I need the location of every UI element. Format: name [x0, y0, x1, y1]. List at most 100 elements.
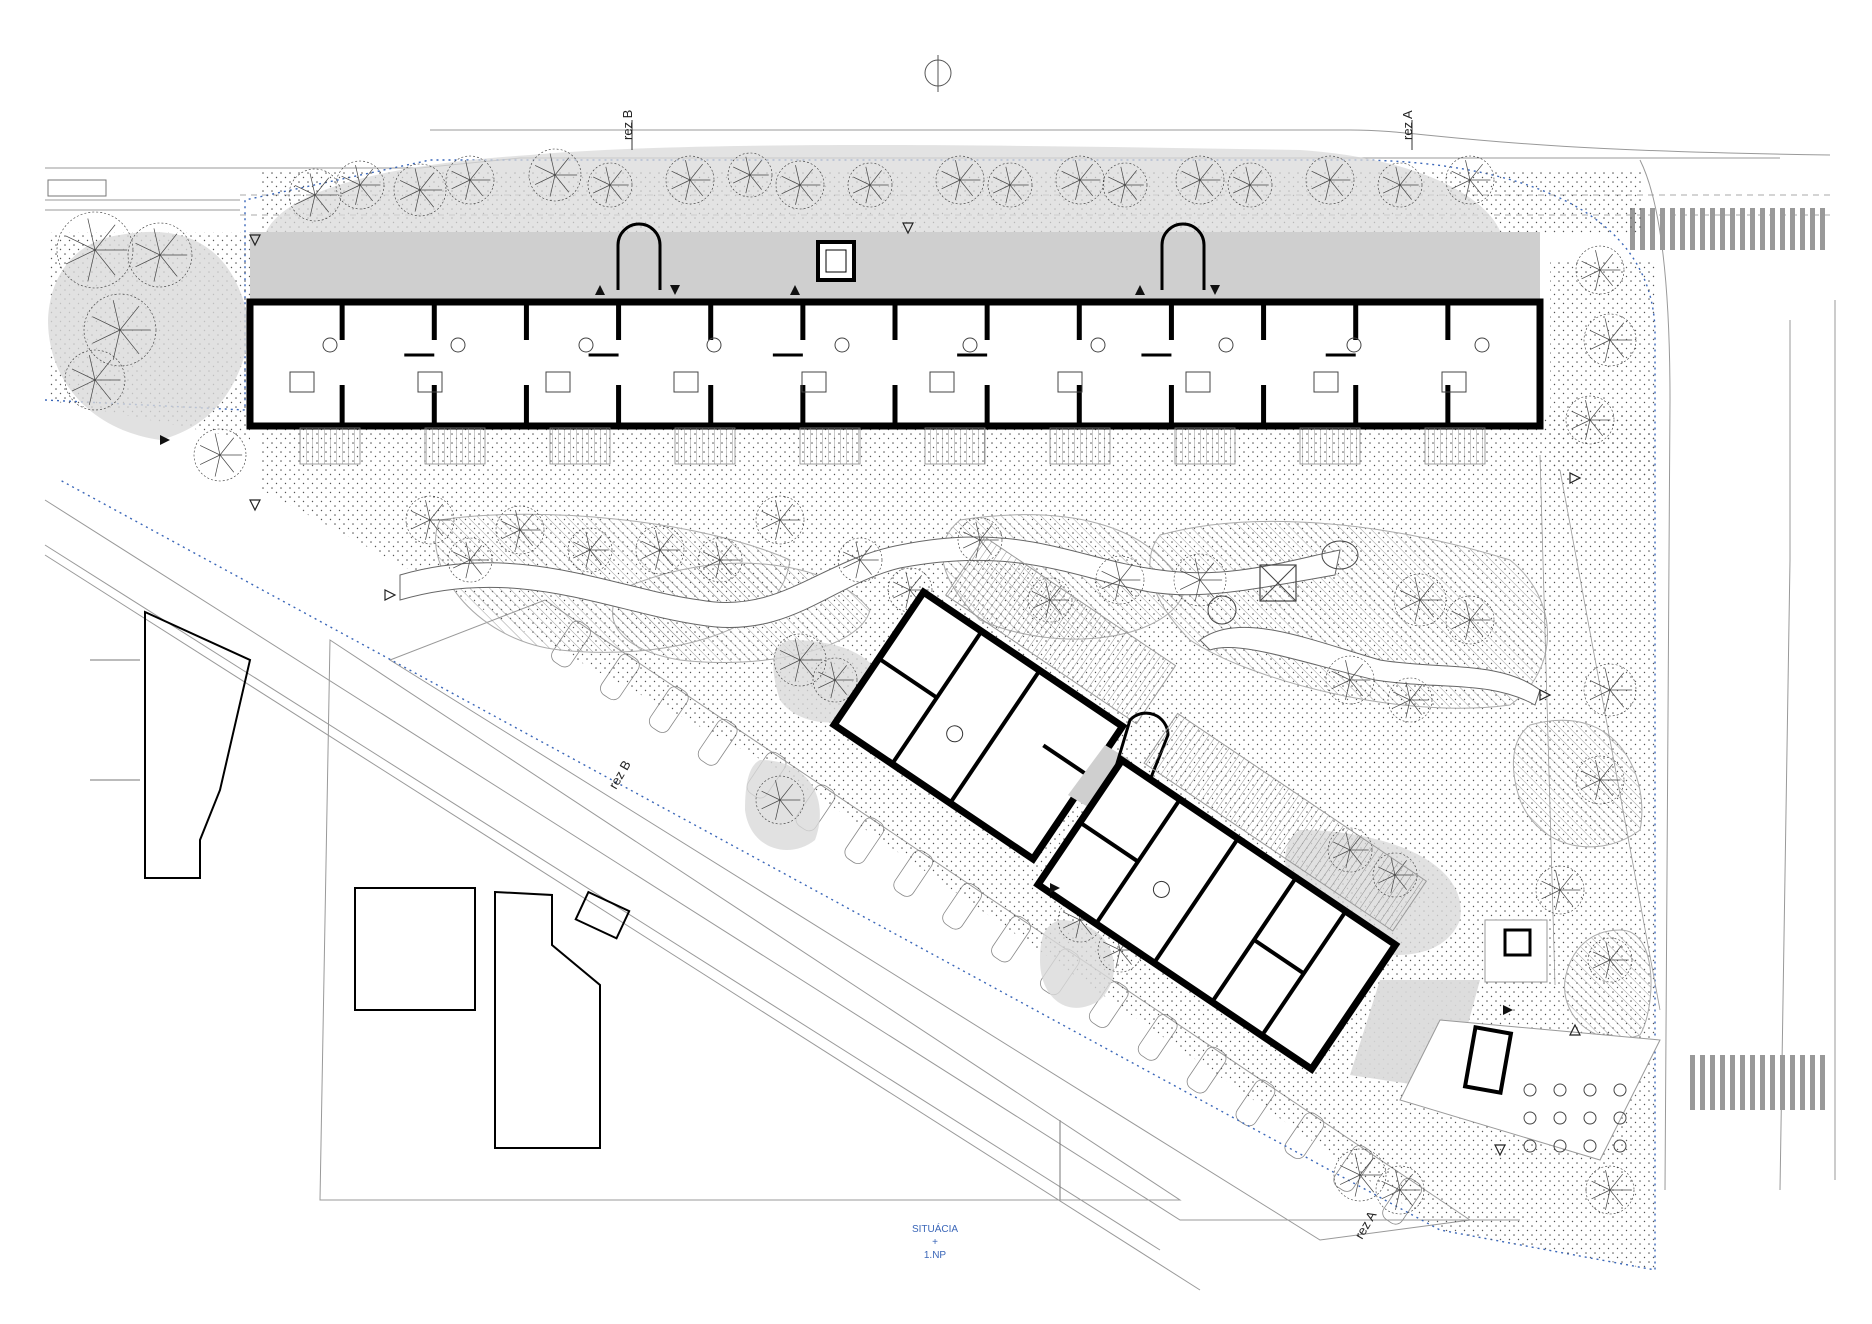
tree-canopy-icon [1387, 677, 1433, 723]
tree-canopy-icon [1445, 155, 1495, 205]
tree-canopy-icon [1173, 553, 1227, 607]
tree-canopy-icon [697, 537, 743, 583]
tree-canopy-icon [727, 152, 773, 198]
tree-canopy-icon [1575, 755, 1625, 805]
cafe-table [1523, 1111, 1537, 1125]
tree-canopies [56, 148, 1637, 1215]
cafe-table [1553, 1083, 1567, 1097]
entrance-triangle-icon [249, 234, 261, 247]
tree-canopy-icon [1333, 1148, 1387, 1202]
tree-canopy-icon [495, 505, 545, 555]
tree-canopy-icon [83, 293, 157, 367]
tree-canopy-icon [445, 155, 495, 205]
tree-canopy-icon [1305, 155, 1355, 205]
tree-canopy-icon [1587, 937, 1633, 983]
cafe-table [1583, 1111, 1597, 1125]
furniture-bed [801, 371, 827, 393]
tree-canopy-icon [887, 567, 933, 613]
furniture-bed [1185, 371, 1211, 393]
tree-canopy-icon [64, 349, 126, 411]
tree-canopy-icon [288, 168, 342, 222]
furniture-bed [545, 371, 571, 393]
crosswalk-east [1690, 1055, 1830, 1110]
tree-canopy-icon [1535, 865, 1585, 915]
entrance-triangle-icon [1569, 1023, 1581, 1036]
tree-canopy-icon [587, 162, 633, 208]
cafe-seating [1523, 1083, 1627, 1153]
tree-canopy-icon [447, 537, 493, 583]
tree-canopy-icon [1393, 573, 1447, 627]
building-south-west [829, 536, 1177, 864]
entrance-triangle-icon [670, 285, 680, 295]
cafe-table [1583, 1139, 1597, 1153]
terrace [1049, 427, 1111, 465]
tree-canopy-icon [405, 495, 455, 545]
terrace [674, 427, 736, 465]
cafe-table [1523, 1083, 1537, 1097]
cafe-table [1613, 1111, 1627, 1125]
tree-canopy-icon [567, 527, 613, 573]
furniture-bed [1313, 371, 1339, 393]
cafe-table [1553, 1139, 1567, 1153]
cafe-table [1553, 1111, 1567, 1125]
furniture-table [834, 337, 850, 353]
entrance-markers [160, 222, 1582, 1157]
entrance-triangle-icon [1539, 689, 1552, 701]
tree-canopy-icon [56, 211, 134, 289]
tree-canopy-icon [393, 163, 447, 217]
entrance-triangle-icon [384, 589, 397, 601]
entrance-triangle-icon [790, 285, 800, 295]
section-b-label-street: rez B [606, 758, 634, 792]
legend-title: SITUÁCIA [912, 1222, 958, 1235]
tree-canopy-icon [812, 657, 858, 703]
entrance-triangle-icon [249, 499, 261, 512]
tree-canopy-icon [193, 428, 247, 482]
furniture-bed [929, 371, 955, 393]
section-lines [631, 120, 1413, 150]
section-b-label-top: rez B [620, 110, 635, 140]
terrace [424, 427, 486, 465]
north-arrow-icon [924, 55, 952, 92]
tree-canopy-icon [1583, 313, 1637, 367]
pergola-icon [1207, 540, 1359, 625]
entrance-triangle-icon [1135, 285, 1145, 295]
terrace [299, 427, 361, 465]
tree-canopy-icon [1102, 162, 1148, 208]
tree-canopy-icon [1377, 162, 1423, 208]
entrance-triangle-icon [1494, 1144, 1506, 1157]
terrace [1299, 427, 1361, 465]
tree-canopy-icon [635, 525, 685, 575]
tree-canopy-icon [987, 162, 1033, 208]
cafe-table [1613, 1139, 1627, 1153]
north-unit-partitions [289, 302, 1490, 426]
tree-canopy-icon [847, 162, 893, 208]
furniture-table [1346, 337, 1362, 353]
tree-canopy-icon [837, 537, 883, 583]
tree-canopy-icon [1055, 155, 1105, 205]
tree-canopy-icon [528, 148, 582, 202]
tree-canopy-icon [665, 155, 715, 205]
terrace [1424, 427, 1486, 465]
tree-canopy-icon [1585, 1165, 1635, 1215]
furniture-table [578, 337, 594, 353]
cafe-table [1523, 1139, 1537, 1153]
north-terraces [299, 427, 1486, 465]
furniture-table [1218, 337, 1234, 353]
building-south-east [1033, 712, 1428, 1075]
furniture-bed [1441, 371, 1467, 393]
furniture-bed [417, 371, 443, 393]
legend: SITUÁCIA + 1.NP [912, 1222, 958, 1261]
furniture-table [1090, 337, 1106, 353]
entrance-triangle-icon [902, 222, 914, 235]
tree-canopy-icon [1375, 1165, 1425, 1215]
cafe-table [1583, 1083, 1597, 1097]
tree-canopy-icon [1175, 155, 1225, 205]
tree-canopy-icon [755, 775, 805, 825]
tree-canopy-icon [1575, 245, 1625, 295]
furniture-bed [289, 371, 315, 393]
tree-canopy-icon [335, 160, 385, 210]
pavilion [1399, 919, 1661, 1161]
entrance-triangle-icon [1210, 285, 1220, 295]
entrance-triangle-icon [1569, 472, 1582, 484]
